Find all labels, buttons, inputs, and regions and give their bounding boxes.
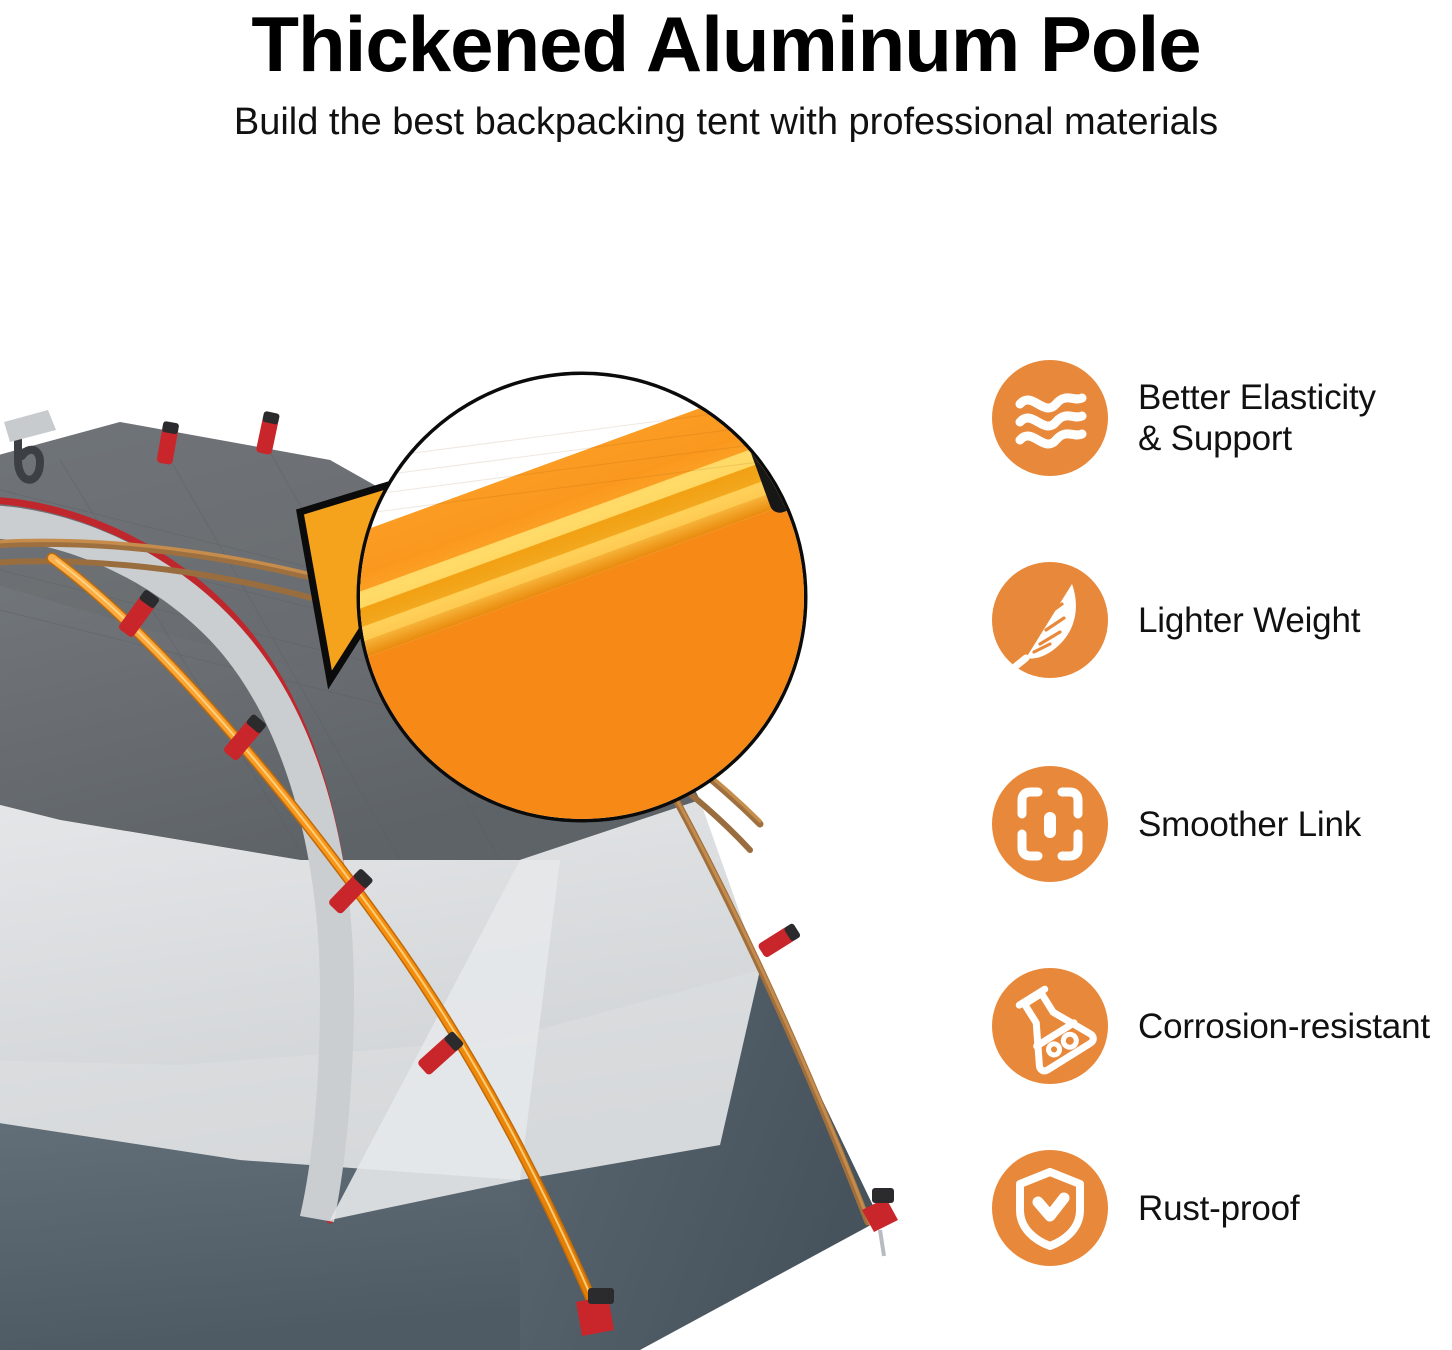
feature-item-corrosion-resistant[interactable]: Corrosion-resistant xyxy=(975,968,1452,1084)
shield-check-icon xyxy=(992,1150,1108,1266)
feature-item-smoother-link[interactable]: Smoother Link xyxy=(975,766,1452,882)
tent-hook-tab xyxy=(4,410,56,442)
feature-label-line-1: Corrosion-resistant xyxy=(1138,1006,1430,1046)
tent-hook xyxy=(14,422,45,484)
page-subtitle: Build the best backpacking tent with pro… xyxy=(233,101,1219,143)
feature-label-line-1: Smoother Link xyxy=(1138,804,1362,844)
feature-label-line-1: Lighter Weight xyxy=(1138,600,1361,640)
feature-list: Better Elasticity & Support Lighter Weig… xyxy=(975,360,1452,1320)
feature-label-lighter-weight: Lighter Weight xyxy=(1138,562,1452,678)
feature-label-line-1: Better Elasticity xyxy=(1138,378,1376,417)
feature-item-better-elasticity[interactable]: Better Elasticity & Support xyxy=(975,360,1452,476)
flask-icon xyxy=(992,968,1108,1084)
page-title: Thickened Aluminum Pole xyxy=(251,0,1201,88)
product-photo xyxy=(0,160,975,1350)
feature-label-corrosion-resistant: Corrosion-resistant xyxy=(1138,968,1452,1084)
tent-door-panel xyxy=(0,505,354,1222)
feature-label-line-2: & Support xyxy=(1138,419,1292,458)
feature-item-lighter-weight[interactable]: Lighter Weight xyxy=(975,562,1452,678)
waves-icon xyxy=(992,360,1108,476)
feature-item-rust-proof[interactable]: Rust-proof xyxy=(975,1150,1452,1266)
feather-icon xyxy=(992,562,1108,678)
feature-label-line-1: Rust-proof xyxy=(1138,1188,1300,1228)
stake-anchor-bottom xyxy=(576,1288,614,1336)
feature-label-smoother-link: Smoother Link xyxy=(1138,766,1452,882)
feature-label-rust-proof: Rust-proof xyxy=(1138,1150,1452,1266)
stake-anchor-right xyxy=(862,1188,898,1257)
tent-body-panel xyxy=(0,800,760,1180)
tent-illustration xyxy=(0,371,975,1350)
link-connector-icon xyxy=(992,766,1108,882)
feature-label-better-elasticity: Better Elasticity & Support xyxy=(1138,360,1452,476)
header-banner: Thickened Aluminum Pole Build the best b… xyxy=(0,0,1452,160)
